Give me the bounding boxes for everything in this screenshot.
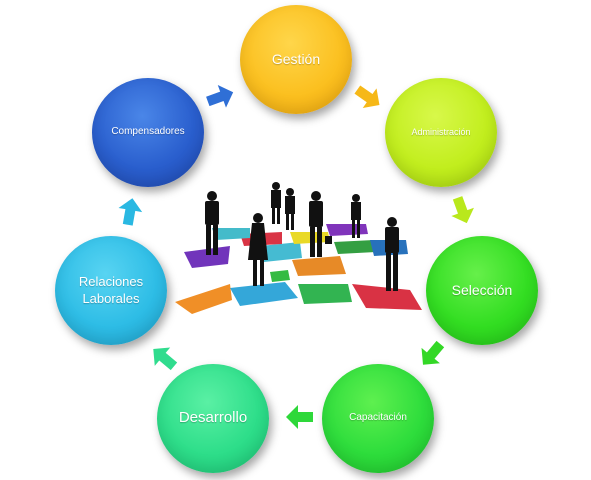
arrow-capacitacion-to-desarrollo-icon xyxy=(286,405,313,429)
arrow-relaciones-to-compensadores-icon xyxy=(118,198,143,226)
node-desarrollo: Desarrollo xyxy=(157,364,269,473)
node-gestion: Gestión xyxy=(240,5,352,114)
business-people-on-puzzle-pieces-icon xyxy=(175,182,422,314)
arrow-compensadores-to-gestion-icon xyxy=(206,85,234,108)
node-desarrollo-label: Desarrollo xyxy=(178,409,248,427)
arrow-desarrollo-to-relaciones-icon xyxy=(153,347,178,371)
node-administracion-label: Administración xyxy=(411,126,471,137)
node-capacitacion: Capacitación xyxy=(322,364,434,473)
node-administracion: Administración xyxy=(385,78,497,187)
arrow-seleccion-to-capacitacion-icon xyxy=(421,340,445,365)
node-capacitacion-label: Capacitación xyxy=(349,412,407,424)
node-relaciones-label: Relaciones Laborales xyxy=(78,274,144,306)
puzzle-pieces xyxy=(175,224,422,314)
node-gestion-label: Gestión xyxy=(271,50,321,67)
arrow-administracion-to-seleccion-icon xyxy=(451,196,474,224)
node-relaciones-laborales: Relaciones Laborales xyxy=(55,236,167,345)
node-compensadores-label: Compensadores xyxy=(111,126,185,138)
node-seleccion: Selección xyxy=(426,236,538,345)
arrow-gestion-to-administracion-icon xyxy=(354,85,380,108)
people-silhouettes xyxy=(205,182,399,291)
node-seleccion-label: Selección xyxy=(451,281,513,298)
node-compensadores: Compensadores xyxy=(92,78,204,187)
